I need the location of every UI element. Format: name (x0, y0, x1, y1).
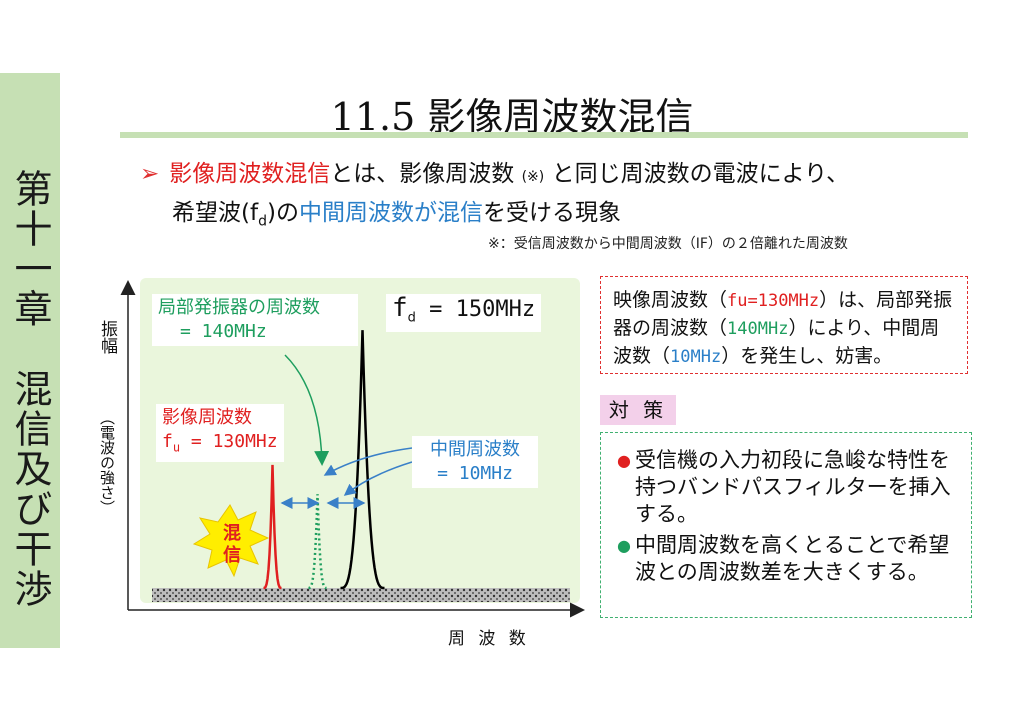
footnote: ※：受信周波数から中間周波数（IF）の２倍離れた周波数 (488, 236, 848, 252)
lo-pointer-arrow (284, 354, 330, 466)
definition-sub: d (258, 213, 267, 230)
fd-label-value: = 150MHz (415, 297, 536, 322)
definition-text-5: が (413, 200, 437, 226)
fd-label-sub: d (407, 310, 416, 326)
arrow-bullet-icon: ➢ (140, 161, 160, 187)
note-mark: (※) (521, 169, 545, 185)
image-label-f: f (162, 431, 173, 452)
chapter-title: 第十一章 混信及び干渉 (8, 169, 52, 609)
fd-label-f: f (392, 293, 408, 323)
interference-starburst (192, 504, 270, 578)
countermeasures-heading: 対 策 (600, 395, 676, 425)
desc-lo: 140MHz (727, 319, 789, 339)
if-pointer-arrow-2 (343, 461, 413, 496)
if-label-line2: = 10MHz (437, 463, 513, 484)
noise-floor (152, 588, 570, 602)
title-underline (120, 132, 968, 138)
if-label: 中間周波数 = 10MHz (412, 436, 538, 488)
bullet-dot-icon: ● (617, 536, 631, 555)
konshin-char-1: 混 (223, 523, 241, 544)
desc-fu: fu=130MHz (727, 291, 820, 311)
y-axis-sublabel: （電波の強さ） (98, 410, 116, 515)
desc-text-c: ）により、中間周波数（ (613, 317, 940, 367)
konshin-char-2: 信 (223, 544, 241, 566)
definition-text-6: を受ける現象 (482, 200, 621, 226)
desc-text-a: 映像周波数（ (613, 289, 728, 311)
lo-label: 局部発振器の周波数 = 140MHz (152, 294, 358, 346)
countermeasure-text-1: 受信機の入力初段に急峻な特性を持つバンドパスフィルターを挿入する。 (635, 448, 951, 526)
image-frequency-peak (263, 464, 282, 590)
countermeasure-item: ●受信機の入力初段に急峻な特性を持つバンドパスフィルターを挿入する。 (617, 447, 961, 528)
definition-bullet: ➢ 影像周波数混信とは、影像周波数 (※) と同じ周波数の電波により、 希望波(f… (140, 156, 980, 240)
countermeasures-box: ●受信機の入力初段に急峻な特性を持つバンドパスフィルターを挿入する。 ●中間周波… (600, 432, 972, 618)
desc-text-d: ）を発生し、妨害。 (721, 345, 893, 367)
lo-label-line1: 局部発振器の周波数 (158, 297, 320, 318)
definition-text-4: )の (266, 200, 299, 226)
page-title: 11.5 影像周波数混信 (330, 95, 694, 139)
definition-text-3: 希望波(f (172, 200, 259, 226)
image-label-value: = 130MHz (180, 431, 278, 452)
term-konshin: 混信 (436, 200, 483, 226)
countermeasure-item: ●中間周波数を高くとることで希望波との周波数差を大きくする。 (617, 532, 961, 586)
y-axis-label: 振幅 (97, 320, 117, 354)
lo-label-line2: = 140MHz (180, 321, 267, 342)
image-label-sub: u (172, 440, 181, 455)
if-pointer-arrow-1 (323, 447, 413, 476)
x-axis-label: 周 波 数 (448, 629, 530, 649)
bullet-dot-icon: ● (617, 451, 631, 470)
description-box: 映像周波数（fu=130MHz）は、局部発振器の周波数（140MHz）により、中… (600, 276, 968, 374)
image-frequency-label: 影像周波数 fu = 130MHz (156, 404, 284, 462)
local-oscillator-peak (308, 494, 327, 590)
countermeasure-text-2: 中間周波数を高くとることで希望波との周波数差を大きくする。 (635, 533, 950, 584)
definition-text-1: とは、影像周波数 (330, 161, 515, 187)
fd-label: fd = 150MHz (386, 293, 542, 333)
desired-signal-peak (340, 330, 385, 590)
desc-text-b: ）は、局部発振器の周波数（ (613, 289, 953, 339)
image-label-line1: 影像周波数 (162, 407, 252, 428)
definition-text-2: と同じ周波数の電波により、 (551, 161, 850, 187)
desc-if: 10MHz (670, 347, 722, 367)
if-label-line1: 中間周波数 (430, 439, 520, 460)
term-image-interference: 影像周波数混信 (169, 161, 331, 187)
term-if: 中間周波数 (298, 200, 414, 226)
chapter-sidebar: 第十一章 混信及び干渉 (0, 73, 60, 648)
